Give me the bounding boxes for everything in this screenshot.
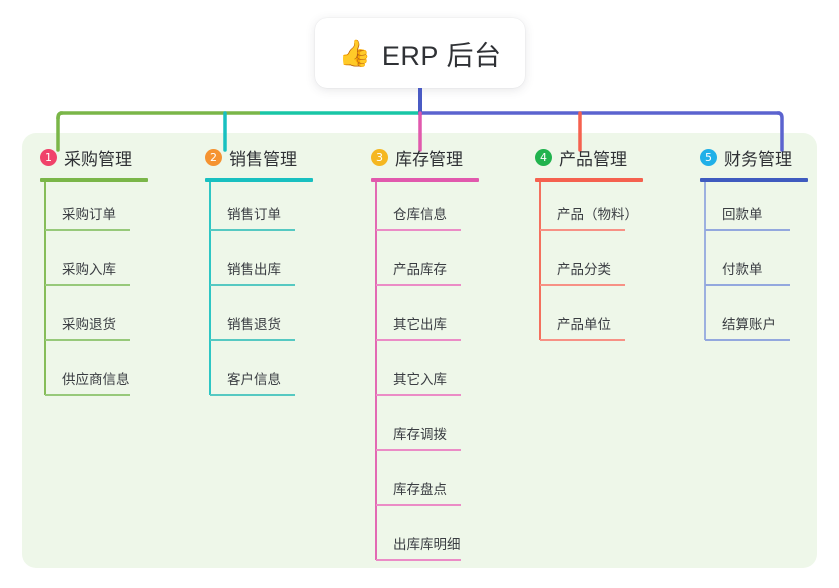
leaf-underline <box>376 284 461 286</box>
column-underline <box>40 178 148 182</box>
column-underline <box>535 178 643 182</box>
leaf-underline <box>376 229 461 231</box>
leaf-label: 销售订单 <box>227 207 281 222</box>
column-underline <box>371 178 479 182</box>
leaf-label: 采购入库 <box>62 262 116 277</box>
column-库存管理: 3 库存管理仓库信息产品库存其它出库其它入库库存调拨库存盘点出库库明细 <box>371 146 479 561</box>
column-title: 库存管理 <box>395 149 463 169</box>
leaf-label: 产品单位 <box>557 317 611 332</box>
root-node-content: 👍 ERP 后台 <box>339 34 502 73</box>
leaf-label: 其它出库 <box>393 317 447 332</box>
leaf-underline <box>376 394 461 396</box>
column-采购管理: 1 采购管理采购订单采购入库采购退货供应商信息 <box>40 146 148 396</box>
leaf-underline <box>376 339 461 341</box>
leaf-underline <box>210 339 295 341</box>
leaf-underline <box>210 229 295 231</box>
column-header-5[interactable]: 5 财务管理 <box>700 146 792 169</box>
leaf-underline <box>376 559 461 561</box>
column-badge-icon: 5 <box>700 148 717 166</box>
column-badge-icon: 4 <box>535 148 552 166</box>
leaf-label: 结算账户 <box>722 317 776 332</box>
leaf-label: 仓库信息 <box>393 207 447 222</box>
thumbs-up-icon: 👍 <box>338 38 371 68</box>
column-underline <box>205 178 313 182</box>
column-产品管理: 4 产品管理产品（物料） 产品分类产品单位 <box>535 146 643 341</box>
leaf-underline <box>45 284 130 286</box>
leaf-underline <box>376 504 461 506</box>
leaf-label: 付款单 <box>722 262 763 277</box>
leaf-label: 客户信息 <box>227 372 281 387</box>
leaf-label: 产品（物料） <box>557 207 638 222</box>
column-badge-icon: 3 <box>371 148 388 166</box>
leaf-label: 产品分类 <box>557 262 611 277</box>
leaf-underline <box>705 339 790 341</box>
leaf-label: 其它入库 <box>393 372 447 387</box>
leaf-label: 库存盘点 <box>393 482 447 497</box>
column-title: 采购管理 <box>64 149 132 169</box>
column-underline <box>700 178 808 182</box>
column-财务管理: 5 财务管理回款单付款单结算账户 <box>700 146 808 341</box>
leaf-underline <box>210 394 295 396</box>
leaf-label: 库存调拨 <box>393 427 447 442</box>
leaf-underline <box>45 339 130 341</box>
leaf-underline <box>705 284 790 286</box>
root-node-card[interactable]: 👍 ERP 后台 <box>315 18 525 88</box>
column-header-2[interactable]: 2 销售管理 <box>205 146 297 169</box>
leaf-underline <box>45 394 130 396</box>
column-header-1[interactable]: 1 采购管理 <box>40 146 132 169</box>
column-badge-icon: 1 <box>40 148 57 166</box>
leaf-underline <box>705 229 790 231</box>
leaf-underline <box>540 339 625 341</box>
leaf-label: 采购退货 <box>62 317 116 332</box>
leaf-underline <box>210 284 295 286</box>
column-销售管理: 2 销售管理销售订单销售出库销售退货客户信息 <box>205 146 313 396</box>
column-badge-icon: 2 <box>205 148 222 166</box>
column-header-3[interactable]: 3 库存管理 <box>371 146 463 169</box>
root-node-title: ERP 后台 <box>381 40 502 71</box>
diagram-panel <box>22 133 817 568</box>
column-title: 销售管理 <box>229 149 297 169</box>
leaf-label: 采购订单 <box>62 207 116 222</box>
leaf-underline <box>376 449 461 451</box>
leaf-label: 回款单 <box>722 207 763 222</box>
leaf-underline <box>540 229 625 231</box>
column-header-4[interactable]: 4 产品管理 <box>535 146 627 169</box>
column-title: 产品管理 <box>559 149 627 169</box>
leaf-label: 销售出库 <box>227 262 281 277</box>
leaf-underline <box>540 284 625 286</box>
leaf-label: 供应商信息 <box>62 372 130 387</box>
leaf-label: 销售退货 <box>227 317 281 332</box>
leaf-label: 产品库存 <box>393 262 447 277</box>
leaf-underline <box>45 229 130 231</box>
leaf-label: 出库库明细 <box>393 537 461 552</box>
column-title: 财务管理 <box>724 149 792 169</box>
